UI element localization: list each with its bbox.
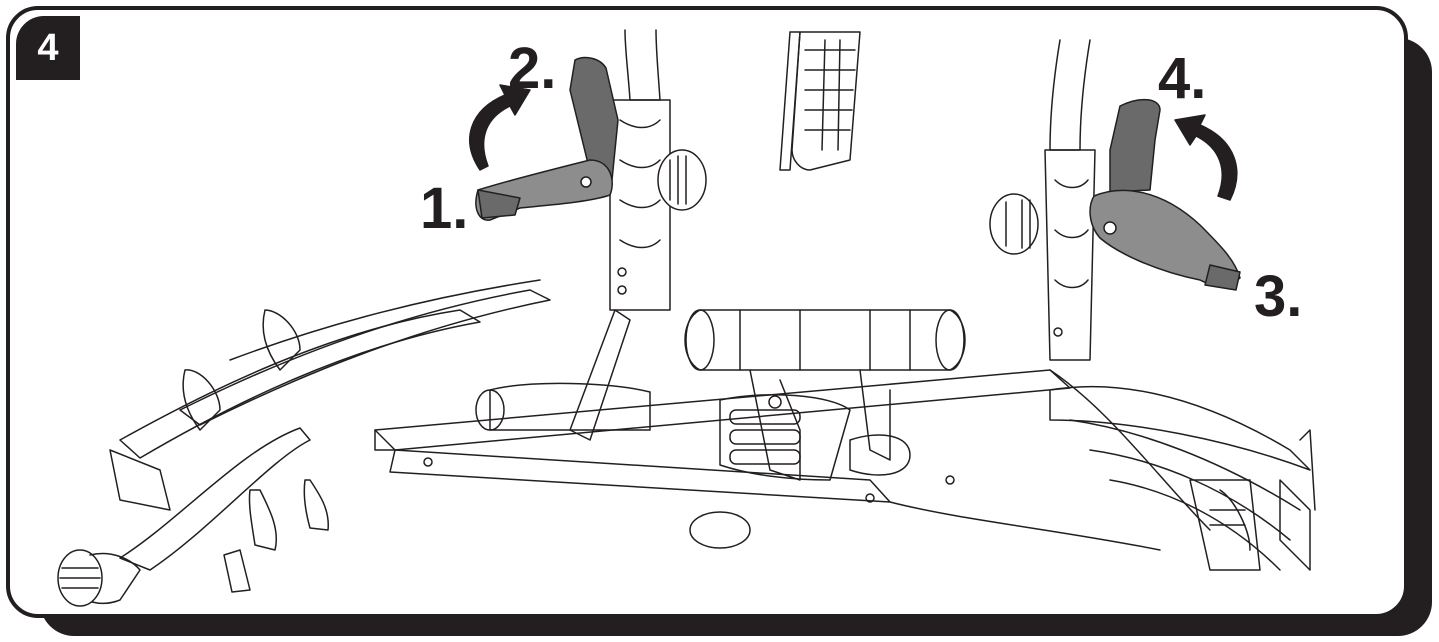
right-upright: [989, 39, 1096, 361]
step-number-badge: 4: [16, 16, 80, 80]
left-upright: [569, 29, 707, 441]
strap: [779, 31, 861, 171]
coupling-head: [475, 309, 966, 549]
step-2-label: 2.: [508, 36, 557, 101]
step-1-label: 1.: [420, 176, 469, 241]
left-end-cap: [57, 549, 141, 607]
rotate-arrow-left: [469, 84, 531, 171]
left-wheel-holders: [109, 279, 551, 593]
right-lever: [1089, 98, 1241, 291]
step-3-label: 3.: [1254, 264, 1303, 329]
left-lever: [475, 56, 619, 221]
right-wheel-holders: [1049, 385, 1316, 571]
step-4-label: 4.: [1158, 46, 1207, 111]
instruction-panel: 4 1. 2. 3. 4.: [6, 6, 1408, 618]
rotate-arrow-right: [1174, 114, 1238, 201]
bike-carrier-illustration: [57, 29, 1316, 607]
carrier-frame: [119, 369, 1211, 571]
